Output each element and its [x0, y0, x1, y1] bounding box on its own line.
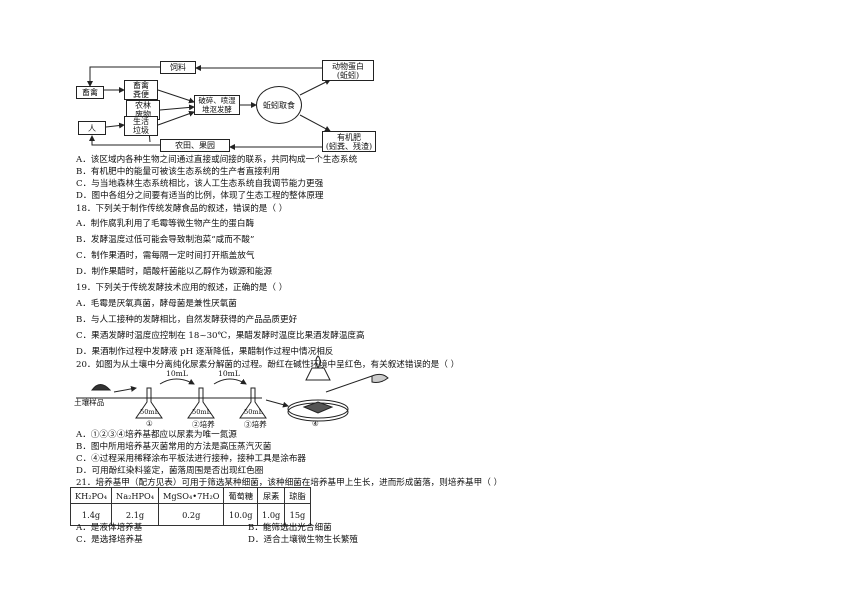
q19-option-d: D．果酒制作过程中发酵液 pH 逐渐降低，果醋制作过程中情况相反: [76, 347, 334, 357]
table-header-cell: 尿素: [257, 487, 286, 504]
q17-option-b: B．有机肥中的能量可被该生态系统的生产者直接利用: [76, 167, 280, 177]
table-header-cell: MgSO₄•7H₂O: [158, 487, 225, 504]
box-process: 破碎、喷湿 堆沤发酵: [194, 95, 240, 115]
q20-option-d: D．可用酚红染料鉴定，菌落周围是否出现红色圈: [76, 466, 264, 476]
q19-option-c: C．果酒发酵时温度应控制在 18~30℃，果醋发酵时温度比果酒发酵温度高: [76, 331, 365, 341]
step-4-label: ④: [312, 419, 319, 428]
table-cell: 1.4g: [69, 503, 113, 526]
q19-option-b: B．与人工接种的发酵相比，自然发酵获得的产品品质更好: [76, 315, 298, 325]
table-cell: 2.1g: [111, 503, 160, 526]
flask-1: [135, 387, 163, 419]
table-cell: 0.2g: [158, 503, 225, 526]
step-2-label: ②培养: [192, 420, 215, 429]
table-cell: 1.0g: [257, 503, 286, 526]
box-garbage: 生活 垃圾: [124, 116, 158, 136]
q18-option-a: A．制作腐乳利用了毛霉等微生物产生的蛋白酶: [76, 219, 255, 229]
table-header-cell: Na₂HPO₄: [111, 487, 160, 504]
q17-option-a: A．该区域内各种生物之间通过直接或间接的联系，共同构成一个生态系统: [76, 155, 358, 165]
q19-stem: 19．下列关于传统发酵技术应用的叙述，正确的是（ ）: [76, 283, 288, 293]
table-header-cell: 琼脂: [284, 487, 311, 504]
q21-option-c: C．是选择培养基: [76, 535, 143, 545]
spreader: [325, 375, 373, 393]
transfer-1-label: 10mL: [166, 369, 188, 378]
q18-option-c: C．制作果酒时，需每隔一定时间打开瓶盖放气: [76, 251, 255, 261]
q19-option-a: A．毛霉是厌氧真菌，酵母菌是兼性厌氧菌: [76, 299, 237, 309]
q20-option-a: A．①②③④培养基都应以尿素为唯一氮源: [76, 430, 237, 440]
box-manure: 畜禽 粪便: [124, 80, 158, 100]
q18-option-b: B．发酵温度过低可能会导致制泡菜“咸而不酸”: [76, 235, 255, 245]
q21-option-a: A．是液体培养基: [76, 523, 143, 533]
table-header-cell: KH₂PO₄: [69, 487, 113, 504]
q20-option-c: C．④过程采用稀释涂布平板法进行接种，接种工具是涂布器: [76, 454, 307, 464]
step-3-label: ③培养: [244, 420, 267, 429]
box-crops: 农林 废物: [126, 100, 160, 120]
q18-stem: 18．下列关于制作传统发酵食品的叙述，错误的是（ ）: [76, 204, 288, 214]
medium-recipe-table: KH₂PO₄ Na₂HPO₄ MgSO₄•7H₂O 葡萄糖 尿素 琼脂 1.4g…: [69, 487, 311, 526]
q17-option-c: C．与当地森林生态系统相比，该人工生态系统自我调节能力更强: [76, 179, 324, 189]
box-fertilizer: 有机肥 (蚓粪、残渣): [322, 131, 376, 152]
soil-sample-label: 土壤样品: [74, 398, 105, 407]
soil-sample-heap: [91, 384, 112, 391]
flask-3-volume: 50mL: [244, 408, 264, 416]
table-cell: 15g: [284, 503, 311, 526]
box-protein: 动物蛋白 (蚯蚓): [322, 60, 374, 81]
step-1-label: ①: [146, 419, 153, 428]
q20-stem: 20．如图为从土壤中分离纯化尿素分解菌的过程。酚红在碱性环境中呈红色，有关叙述错…: [76, 360, 460, 370]
q18-option-d: D．制作果醋时，醋酸杆菌能以乙醇作为碳源和能源: [76, 267, 272, 277]
flask-3: [239, 387, 267, 419]
flask-2-volume: 50mL: [192, 408, 212, 416]
box-field: 农田、果园: [160, 139, 230, 152]
q20-option-b: B．图中所用培养基灭菌常用的方法是高压蒸汽灭菌: [76, 442, 272, 452]
ellipse-earthworm: 蚯蚓取食: [256, 86, 302, 124]
q21-stem: 21．培养基甲（配方见表）可用于筛选某种细菌，该种细菌在培养基甲上生长，进而形成…: [76, 478, 503, 488]
flask-1-volume: 50mL: [140, 408, 160, 416]
box-human: 人: [78, 121, 106, 135]
q21-option-d: D．适合土壤微生物生长繁殖: [248, 535, 359, 545]
q21-option-b: B．能筛选出光合细菌: [248, 523, 332, 533]
table-header-cell: 葡萄糖: [223, 487, 259, 504]
alcohol-lamp: [305, 367, 331, 381]
box-feed: 饲料: [160, 61, 196, 74]
table-header-row: KH₂PO₄ Na₂HPO₄ MgSO₄•7H₂O 葡萄糖 尿素 琼脂: [69, 487, 311, 504]
transfer-2-label: 10mL: [218, 369, 240, 378]
table-row: 1.4g 2.1g 0.2g 10.0g 1.0g 15g: [69, 503, 311, 526]
flask-2: [187, 387, 215, 419]
box-livestock: 畜禽: [76, 86, 104, 99]
q17-option-d: D．图中各组分之间要有适当的比例，体现了生态工程的整体原理: [76, 191, 324, 201]
